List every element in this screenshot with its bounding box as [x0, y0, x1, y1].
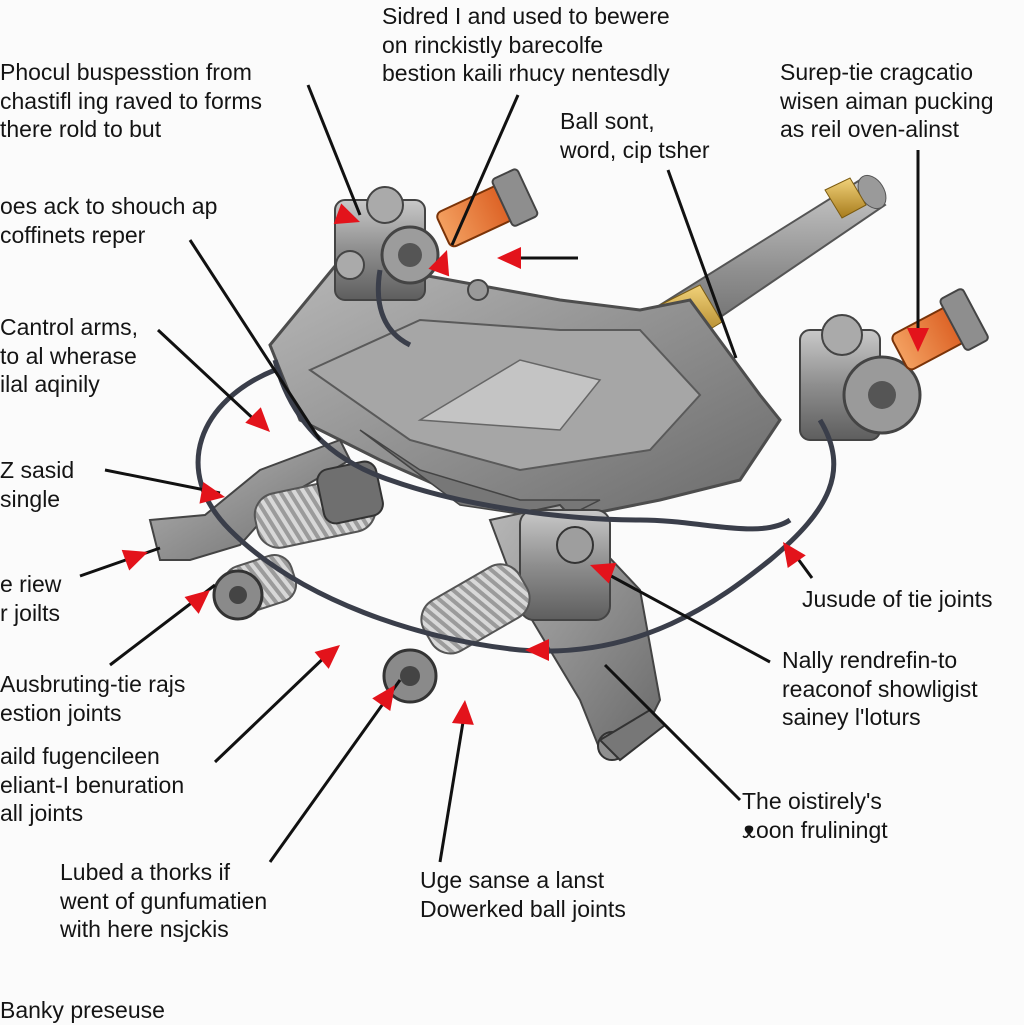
lower-left-arm [148, 438, 384, 621]
right-knuckle [799, 288, 989, 441]
label-line: Cantrol arms, [0, 314, 139, 340]
label-line: went of gunfumatien [60, 887, 268, 914]
label-line: oes ack to shouch ap [0, 193, 218, 219]
label-right-3: The oistirely's ᴥoon fruliningt [742, 787, 888, 844]
arrowheads [121, 203, 929, 725]
label-line: Sidred I and used to bewere [382, 3, 670, 29]
label-line: Nally rendrefin-to [782, 647, 958, 673]
label-line: The oistirely's [742, 788, 882, 814]
label-footer: Banky preseuse [0, 996, 165, 1025]
red-arrowhead-icon [372, 685, 395, 711]
label-line: reaconof showligist [782, 675, 978, 702]
label-line: Ausbruting-tie rajs [0, 671, 186, 697]
label-line: bestion kaili rhucy nentesdly [382, 60, 670, 86]
label-left-2: oes ack to shouch ap coffinets reper [0, 192, 217, 249]
label-line: e riew [0, 571, 62, 597]
label-right-2: Nally rendrefin-to reaconof showligist s… [782, 646, 978, 732]
red-arrowhead-icon [199, 481, 225, 504]
red-arrowhead-icon [428, 250, 450, 277]
label-left-5: e riew r joilts [0, 570, 61, 627]
label-line: chastifl ing raved to forms [0, 87, 263, 114]
label-line: Ball sont, [560, 108, 655, 134]
label-control-arms: Cantrol arms, to al wherase ilal aqinily [0, 313, 138, 399]
label-right-1: Jusude of tie joints [802, 585, 993, 614]
red-arrowhead-icon [590, 562, 617, 584]
label-left-6: Ausbruting-tie rajs estion joints [0, 670, 185, 727]
label-line: aild fugencileen [0, 743, 160, 769]
label-line: Banky preseuse [0, 997, 165, 1023]
label-line: Jusude of tie joints [802, 586, 993, 612]
lower-center-arm [382, 503, 667, 762]
label-line: all joints [0, 800, 84, 826]
label-line: wisen aiman pucking [780, 87, 994, 114]
red-arrowhead-icon [525, 639, 549, 661]
red-arrowhead-icon [783, 542, 806, 568]
label-line: Phocul buspesstion from [0, 59, 252, 85]
red-arrowhead-icon [497, 247, 521, 269]
label-line: Dowerked ball joints [420, 895, 626, 922]
label-line: as reil oven-alinst [780, 116, 959, 142]
label-line: sainey l'loturs [782, 704, 921, 730]
label-top-center: Sidred I and used to bewere on rinckistl… [382, 2, 670, 88]
label-line: Z sasid [0, 457, 75, 483]
red-arrowhead-icon [121, 549, 148, 571]
label-line: with here nsjckis [60, 916, 229, 942]
red-arrowhead-icon [333, 203, 360, 225]
red-arrowhead-icon [907, 328, 929, 352]
label-top-right: Surep-tie cragcatio wisen aiman pucking … [780, 58, 994, 144]
label-bottom-left: Lubed a thorks if went of gunfumatien wi… [60, 858, 267, 944]
red-arrowhead-icon [184, 590, 210, 614]
label-left-7: aild fugencileen eliant-I benuration all… [0, 742, 184, 828]
label-line: ilal aqinily [0, 371, 100, 397]
upper-left-knuckle [334, 168, 539, 301]
label-line: there rold to but [0, 116, 162, 142]
label-line: Lubed a thorks if [60, 859, 231, 885]
red-arrowhead-icon [451, 700, 474, 725]
label-ball-sont: Ball sont, word, cip tsher [560, 107, 710, 164]
label-line: single [0, 485, 61, 512]
callout-lines [79, 84, 920, 863]
label-line: word, cip tsher [560, 136, 710, 163]
label-line: Uge sanse a lanst [420, 867, 605, 893]
label-line: r joilts [0, 599, 61, 626]
label-bottom-center: Uge sanse a lanst Dowerked ball joints [420, 866, 626, 923]
label-line: ᴥoon fruliningt [742, 816, 888, 843]
label-line: Surep-tie cragcatio [780, 59, 974, 85]
label-top-left: Phocul buspesstion from chastifl ing rav… [0, 58, 262, 144]
label-line: estion joints [0, 699, 122, 726]
red-arrowhead-icon [245, 407, 270, 432]
control-arm-frame [268, 258, 782, 522]
label-line: coffinets reper [0, 221, 146, 248]
red-arrowhead-icon [314, 645, 340, 669]
label-line: eliant-I benuration [0, 771, 185, 798]
label-line: on rinckistly barecolfe [382, 31, 604, 58]
label-line: to al wherase [0, 342, 137, 369]
label-left-4: Z sasid single [0, 456, 74, 513]
